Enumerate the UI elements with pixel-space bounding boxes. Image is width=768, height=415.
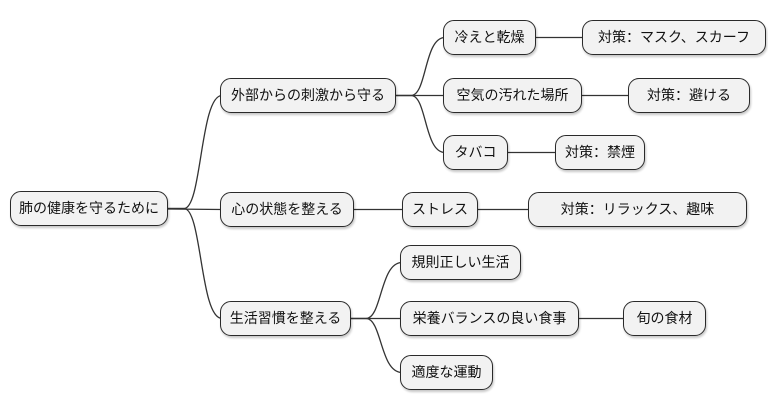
node-seasonal-food: 旬の食材 bbox=[623, 301, 706, 336]
node-protect-external: 外部からの刺激から守る bbox=[220, 78, 396, 113]
edge-lifestyle-to-regular bbox=[349, 261, 403, 320]
edge-lifestyle-to-exercise bbox=[349, 317, 403, 374]
node-root: 肺の健康を守るために bbox=[10, 191, 168, 226]
node-lifestyle: 生活習慣を整える bbox=[220, 301, 351, 336]
node-polluted-air: 空気の汚れた場所 bbox=[443, 78, 582, 113]
edge-external-to-tobacco bbox=[394, 94, 446, 154]
node-tobacco: タバコ bbox=[443, 135, 508, 170]
node-cold-dryness: 冷えと乾燥 bbox=[443, 20, 536, 55]
node-stress: ストレス bbox=[402, 192, 478, 227]
node-mental-state: 心の状態を整える bbox=[220, 192, 354, 227]
node-measure-avoid: 対策：避ける bbox=[628, 78, 750, 113]
node-moderate-exercise: 適度な運動 bbox=[400, 355, 493, 390]
edge-external-to-cold bbox=[394, 36, 446, 97]
edge-root-to-external bbox=[167, 94, 223, 210]
node-measure-mask-scarf: 対策：マスク、スカーフ bbox=[582, 20, 766, 55]
node-measure-relax-hobby: 対策：リラックス、趣味 bbox=[528, 192, 747, 227]
node-measure-no-smoking: 対策：禁煙 bbox=[555, 135, 645, 170]
edge-root-to-lifestyle bbox=[167, 207, 223, 320]
node-balanced-diet: 栄養バランスの良い食事 bbox=[400, 301, 579, 336]
node-regular-life: 規則正しい生活 bbox=[400, 245, 521, 280]
